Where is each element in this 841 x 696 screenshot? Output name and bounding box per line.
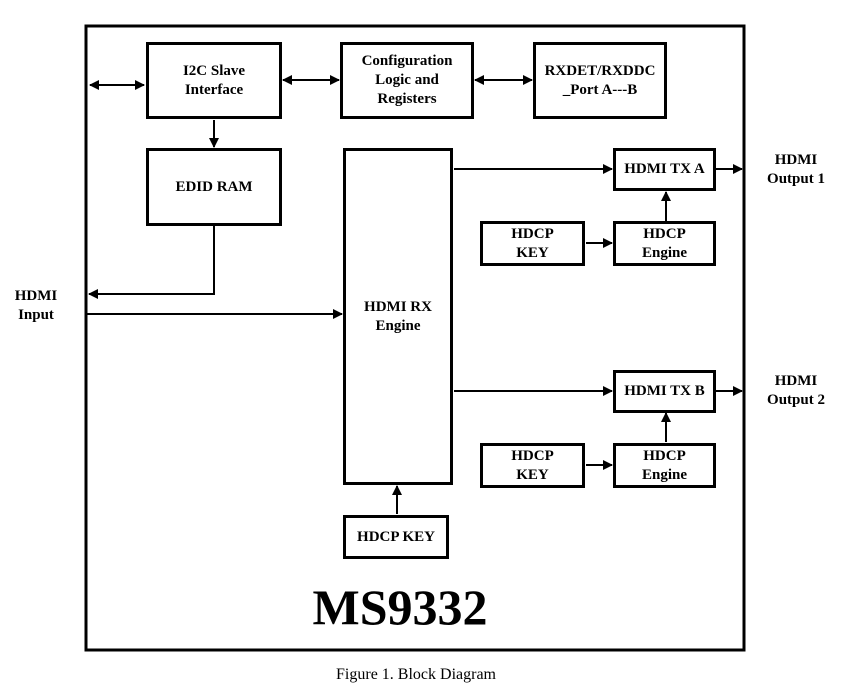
hdmi-rx-engine-block: HDMI RX Engine bbox=[343, 148, 453, 485]
hdcp-engine-a-block: HDCP Engine bbox=[613, 221, 716, 266]
edid-ram-block: EDID RAM bbox=[146, 148, 282, 226]
hdcp-key-rx-block: HDCP KEY bbox=[343, 515, 449, 559]
arrow-edid-input bbox=[88, 226, 215, 299]
hdmi-output-2-label: HDMI Output 2 bbox=[767, 373, 825, 408]
hdmi-tx-b-block: HDMI TX B bbox=[613, 370, 716, 413]
hdcp-key-b-block: HDCP KEY bbox=[480, 443, 585, 488]
figure-caption: Figure 1. Block Diagram bbox=[336, 666, 496, 683]
hdmi-output-1-label: HDMI Output 1 bbox=[767, 152, 825, 187]
hdmi-tx-a-block: HDMI TX A bbox=[613, 148, 716, 191]
i2c-slave-interface-block: I2C Slave Interface bbox=[146, 42, 282, 119]
chip-outline bbox=[84, 24, 746, 652]
configuration-logic-block: Configuration Logic and Registers bbox=[340, 42, 474, 119]
hdcp-key-a-block: HDCP KEY bbox=[480, 221, 585, 266]
hdcp-engine-b-block: HDCP Engine bbox=[613, 443, 716, 488]
chip-name: MS9332 bbox=[312, 579, 488, 635]
hdmi-input-label: HDMI Input bbox=[14, 288, 58, 323]
rxdet-rxddc-block: RXDET/RXDDC _Port A---B bbox=[533, 42, 667, 119]
